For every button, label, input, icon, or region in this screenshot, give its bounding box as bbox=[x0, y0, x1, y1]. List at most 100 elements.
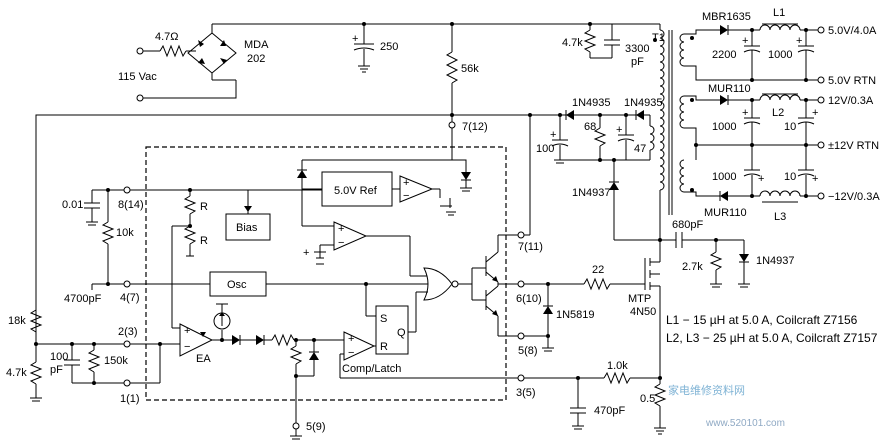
oscillator-block: 4(7) 4700pF Osc bbox=[64, 271, 428, 305]
svg-text:+: + bbox=[796, 35, 802, 47]
pin-6-label: 6(10) bbox=[516, 293, 542, 305]
controller-ic-outline bbox=[145, 146, 507, 401]
pin-5-8-label: 5(8) bbox=[518, 345, 538, 357]
d-out3-label: MUR110 bbox=[704, 207, 747, 219]
r-rc-label: 2.7k bbox=[682, 261, 703, 273]
transformer-t1: T1 bbox=[650, 23, 694, 240]
svg-text:+: + bbox=[812, 173, 818, 185]
feedback-network: 2(3) 18k 4.7k 1(1) 100 pF 150k bbox=[6, 115, 160, 405]
d-rc-label: 1N4937 bbox=[756, 255, 795, 267]
r-ct-label: 10k bbox=[116, 227, 134, 239]
c-cs-label: 470pF bbox=[594, 405, 625, 417]
svg-text:+: + bbox=[550, 129, 556, 141]
bridge-number: 202 bbox=[247, 53, 265, 65]
l1-label: L1 bbox=[773, 7, 785, 19]
output-5v: + + MBR1635 L1 2200 1000 5.0V/4.0A 5.0V … bbox=[684, 7, 877, 87]
l2-label: L2 bbox=[772, 107, 784, 119]
pin-5-9-label: 5(9) bbox=[306, 421, 326, 433]
c-comp-label: 100 bbox=[50, 351, 68, 363]
startup-resistor-label: 56k bbox=[461, 63, 479, 75]
r-gate-label: 22 bbox=[592, 264, 604, 276]
snubber-cap-unit: pF bbox=[631, 56, 644, 68]
d-aux1-label: 1N4935 bbox=[572, 97, 611, 109]
latch-r-label: R bbox=[380, 341, 388, 353]
c-out3b-label: 10 bbox=[784, 171, 796, 183]
osc-label: Osc bbox=[227, 279, 247, 291]
bias-label: Bias bbox=[236, 222, 258, 234]
d-gate-label: 1N5819 bbox=[556, 309, 595, 321]
svg-text:+: + bbox=[616, 124, 622, 136]
cs-comparator: + − 3(5) bbox=[339, 331, 536, 399]
drain-rc-network: 680pF 2.7k 1N4937 bbox=[614, 219, 795, 288]
watermark-url: www.520101.com bbox=[705, 418, 785, 429]
pin-4-label: 4(7) bbox=[120, 292, 140, 304]
svg-text:−: − bbox=[338, 237, 344, 249]
r-cs-label: 1.0k bbox=[607, 360, 628, 372]
out-5v-label: 5.0V/4.0A bbox=[828, 25, 877, 37]
watermark-text: 家电维修资料网 bbox=[668, 383, 745, 397]
inductor-notes: L1 − 15 µH at 5.0 A, Coilcraft Z7156 L2,… bbox=[666, 313, 878, 345]
r-comp-label: 150k bbox=[104, 355, 128, 367]
r-fb-top-label: 18k bbox=[8, 315, 26, 327]
watermark: 家电维修资料网 www.520101.com bbox=[668, 383, 785, 429]
svg-text:+: + bbox=[758, 173, 764, 185]
latch-q-label: Q bbox=[397, 327, 406, 339]
output-12v: + + + + MUR110 L2 1000 10 12V/0.3A ±12V … bbox=[684, 83, 880, 223]
pin-1-label: 1(1) bbox=[120, 393, 140, 405]
out-m12v-label: −12V/0.3A bbox=[828, 191, 880, 203]
svg-text:+: + bbox=[403, 177, 409, 189]
note-l1: L1 − 15 µH at 5.0 A, Coilcraft Z7156 bbox=[666, 313, 858, 327]
uvlo-comparator: + − + bbox=[301, 189, 428, 277]
bulk-capacitor: + 250 bbox=[352, 24, 398, 73]
pin-3-label: 3(5) bbox=[516, 387, 536, 399]
bridge-label: MDA bbox=[244, 39, 269, 51]
svg-text:+: + bbox=[742, 35, 748, 47]
c-ct-label: 4700pF bbox=[64, 293, 102, 305]
svg-text:+: + bbox=[348, 333, 354, 345]
snubber-cap-label: 3300 bbox=[625, 43, 649, 55]
c-comp-unit: pF bbox=[50, 364, 63, 376]
pin-8-vref: 8(14) 0.01 10k bbox=[62, 186, 322, 284]
latch-s-label: S bbox=[380, 313, 387, 325]
c-out2a-label: 1000 bbox=[712, 121, 736, 133]
svg-text:+: + bbox=[352, 33, 358, 45]
snubber-resistor-label: 4.7k bbox=[562, 37, 583, 49]
d-out1-label: MBR1635 bbox=[702, 11, 751, 23]
c-vref-label: 0.01 bbox=[62, 199, 83, 211]
bulk-cap-label: 250 bbox=[380, 41, 398, 53]
gate-drive: 22 1N5819 bbox=[524, 264, 645, 338]
out-12v-rtn-label: ±12V RTN bbox=[828, 140, 879, 152]
d-out2-label: MUR110 bbox=[708, 83, 751, 95]
snubber: 4.7k 3300 pF bbox=[562, 24, 649, 68]
r-fb-bot-label: 4.7k bbox=[6, 367, 27, 379]
comp-latch-label: Comp/Latch bbox=[342, 363, 401, 375]
mosfet-number: 4N50 bbox=[630, 306, 656, 318]
current-sense: 1.0k 470pF 0.5 bbox=[524, 360, 667, 435]
r-aux-label: 68 bbox=[584, 121, 596, 133]
l3-label: L3 bbox=[774, 211, 786, 223]
ea-label: EA bbox=[196, 353, 211, 365]
out-12v-label: 12V/0.3A bbox=[828, 95, 874, 107]
c-aux2-label: 47 bbox=[634, 143, 646, 155]
pin-7-11-label: 7(11) bbox=[518, 241, 543, 253]
r-sense-label: 0.5 bbox=[640, 393, 655, 405]
bridge-rectifier: MDA 202 bbox=[187, 24, 269, 81]
svg-text:−: − bbox=[403, 190, 409, 202]
t1-label: T1 bbox=[652, 32, 665, 44]
r-bias1-label: R bbox=[200, 201, 208, 213]
svg-text:−: − bbox=[348, 347, 354, 359]
pwm-latch: S Q R Comp/Latch bbox=[342, 282, 428, 375]
aux-supply: + + 1N4935 1N4935 68 100 47 1N4937 bbox=[529, 97, 663, 240]
r-bias2-label: R bbox=[200, 235, 208, 247]
out-5v-rtn-label: 5.0V RTN bbox=[828, 75, 876, 87]
c-out1b-label: 1000 bbox=[768, 49, 792, 61]
pin-8-label: 8(14) bbox=[118, 199, 144, 211]
svg-text:+: + bbox=[742, 107, 748, 119]
note-l2-l3: L2, L3 − 25 µH at 5.0 A, Coilcraft Z7157 bbox=[666, 331, 878, 345]
c-out1a-label: 2200 bbox=[712, 49, 736, 61]
bias-block: R R Bias bbox=[171, 188, 271, 328]
c-out2b-label: 10 bbox=[784, 121, 796, 133]
vref-label: 5.0V Ref bbox=[334, 185, 378, 197]
pin-2-label: 2(3) bbox=[118, 326, 138, 338]
reference-block: 5.0V Ref + − bbox=[297, 128, 472, 216]
